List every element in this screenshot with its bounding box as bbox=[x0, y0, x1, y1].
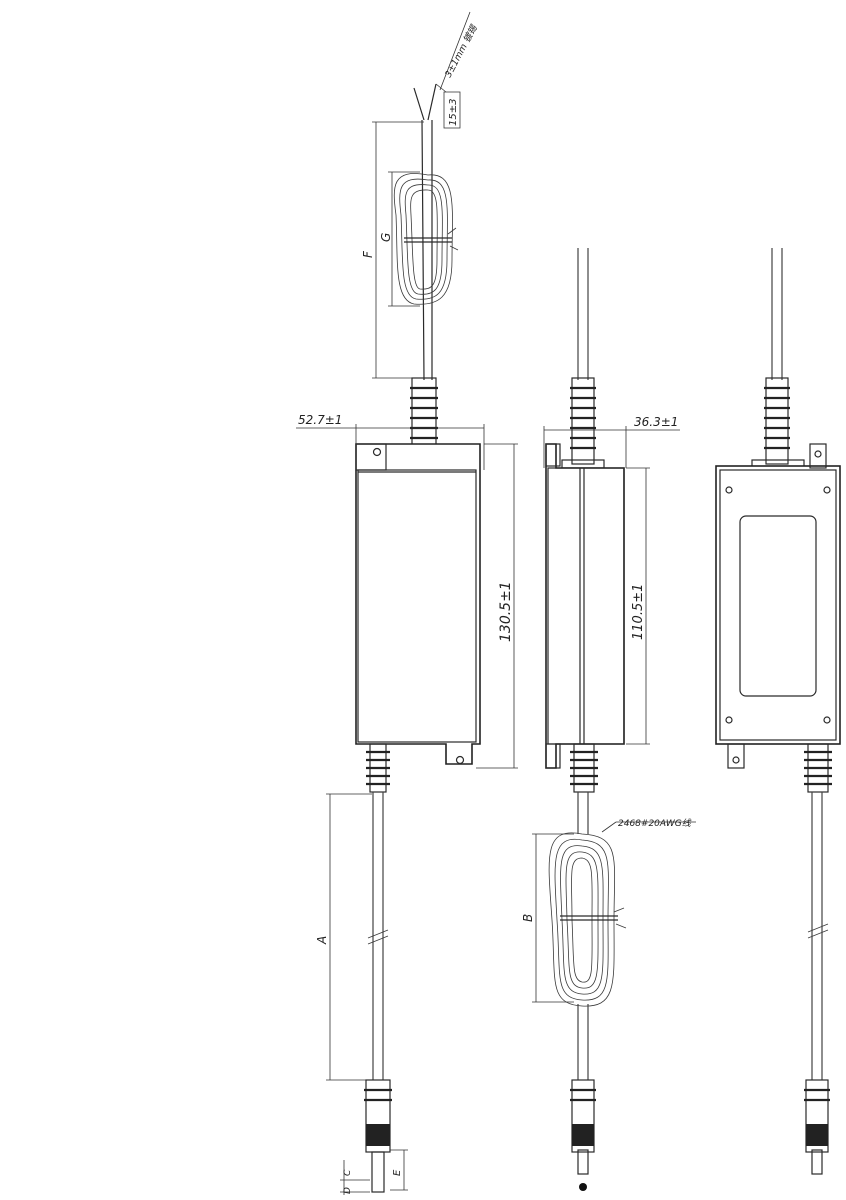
dim-G: G bbox=[379, 233, 393, 242]
dim-height-front: 130.5±1 bbox=[498, 581, 514, 642]
dc-cable bbox=[372, 792, 384, 1080]
side-strain-relief-top bbox=[561, 377, 605, 469]
dim-width-side: 36.3±1 bbox=[634, 415, 678, 429]
dim-F: F bbox=[361, 250, 375, 258]
back-strain-relief-bottom bbox=[804, 743, 832, 793]
strip-length-label: 15±3 bbox=[448, 99, 459, 126]
dc-plug-back bbox=[804, 1079, 830, 1175]
case-back bbox=[715, 443, 841, 769]
back-strain-relief-top bbox=[751, 377, 805, 469]
dc-plug-front: E C D bbox=[340, 1079, 408, 1195]
dim-B: B bbox=[521, 914, 535, 922]
dim-D: D bbox=[343, 1187, 353, 1194]
dim-width-front: 52.7±1 bbox=[298, 413, 342, 427]
dim-A: A bbox=[315, 936, 329, 945]
top-cable-coil bbox=[393, 173, 459, 305]
side-top-cable bbox=[577, 248, 589, 380]
view-front: 15±3 3±1mm 镀锡 F G bbox=[296, 11, 518, 1195]
view-back bbox=[715, 248, 841, 1175]
top-wire bbox=[413, 83, 437, 381]
case-front bbox=[355, 443, 481, 765]
strain-relief-bottom bbox=[366, 743, 390, 793]
cable-spec-note: 2468#20AWG线 bbox=[618, 818, 692, 829]
dim-height-side: 110.5±1 bbox=[631, 584, 646, 640]
view-side: 36.3±1 110.5±1 2468#20AWG线 B bbox=[521, 248, 696, 1191]
dim-E: C bbox=[343, 1169, 353, 1176]
strip-length-box bbox=[443, 91, 461, 129]
wire-tin-note: 3±1mm 镀锡 bbox=[443, 23, 480, 80]
side-cable-coil bbox=[548, 832, 627, 1007]
case-side bbox=[545, 443, 625, 769]
side-strain-relief-bottom bbox=[570, 743, 598, 793]
dc-plug-side bbox=[570, 1079, 596, 1191]
dim-C: E bbox=[392, 1169, 403, 1176]
plug-center-dot bbox=[579, 1183, 587, 1191]
